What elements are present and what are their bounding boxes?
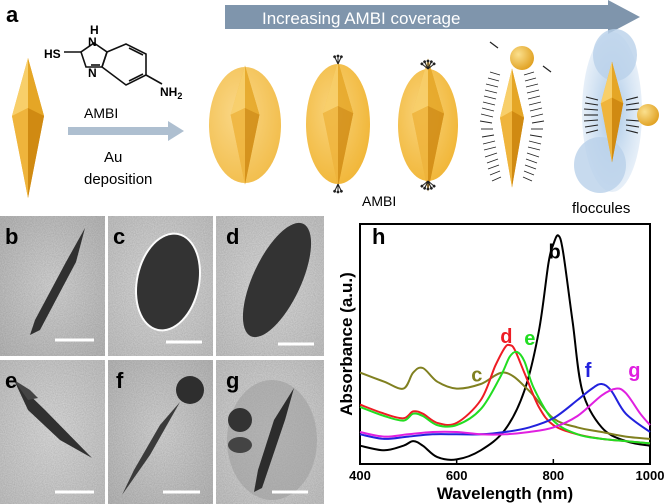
tem-panel-g: g — [216, 360, 324, 504]
ambi-molecule — [64, 42, 163, 86]
coated-particle-2 — [306, 54, 370, 194]
gold-sphere — [637, 104, 659, 126]
y-axis-label: Absorbance (a.u.) — [337, 272, 356, 416]
molecule-sh: HS — [44, 47, 61, 61]
coated-particle-3 — [398, 58, 458, 192]
tem-label-b: b — [5, 224, 18, 249]
series-label-f: f — [585, 360, 592, 382]
molecule-n: N — [88, 66, 97, 80]
panel-label-h: h — [372, 224, 385, 249]
bipyramid-start — [12, 58, 44, 198]
tem-label-d: d — [226, 224, 239, 249]
banner-arrow — [225, 0, 640, 34]
process-arrow — [68, 121, 184, 141]
tem-panel-e: e — [0, 360, 105, 504]
series-label-g: g — [628, 360, 640, 382]
tem-panel-f: f — [108, 360, 213, 504]
series-label-b: b — [549, 241, 561, 263]
arrow-bottom-label-2: deposition — [84, 171, 152, 188]
floccule — [574, 29, 659, 193]
coated-particle-1 — [209, 65, 281, 185]
x-tick-label: 600 — [446, 468, 468, 483]
x-axis-ticks: 400 600 800 1000 — [349, 459, 664, 483]
series-label-c: c — [471, 365, 482, 387]
tem-panels: b c d e — [0, 216, 324, 504]
fully-coated-particle — [479, 41, 552, 188]
series-label-d: d — [500, 326, 512, 348]
molecule-h: H — [90, 23, 99, 37]
tem-label-g: g — [226, 368, 239, 393]
x-tick-label: 1000 — [636, 468, 665, 483]
molecule-nh: N — [88, 35, 97, 49]
series-line-c — [359, 366, 651, 440]
x-tick-label: 400 — [349, 468, 371, 483]
banner-text: Increasing AMBI coverage — [262, 9, 460, 28]
series-line-e — [359, 350, 651, 445]
tem-panel-b: b — [0, 216, 105, 356]
arrow-bottom-label-1: Au — [104, 149, 122, 166]
series-line-f — [359, 382, 651, 440]
series-line-g — [359, 387, 651, 438]
tem-label-e: e — [5, 368, 17, 393]
series-label-e: e — [524, 328, 535, 350]
floccules-label: floccules — [572, 200, 630, 217]
x-tick-label: 800 — [542, 468, 564, 483]
chart-series — [359, 234, 651, 461]
x-axis-label: Wavelength (nm) — [437, 484, 573, 503]
panel-a: a Increasing AMBI coverage HS H N N NH2 … — [6, 0, 659, 217]
tem-label-c: c — [113, 224, 125, 249]
gold-sphere — [510, 46, 534, 70]
tem-label-f: f — [116, 368, 124, 393]
tem-panel-d: d — [216, 216, 324, 356]
series-line-b — [359, 234, 651, 461]
molecule-nh2: NH2 — [160, 85, 182, 101]
tem-panel-c: c — [108, 216, 213, 356]
plot-frame — [359, 223, 651, 465]
ambi-label: AMBI — [362, 193, 396, 209]
arrow-top-label: AMBI — [84, 105, 118, 121]
panel-label-a: a — [6, 2, 19, 27]
